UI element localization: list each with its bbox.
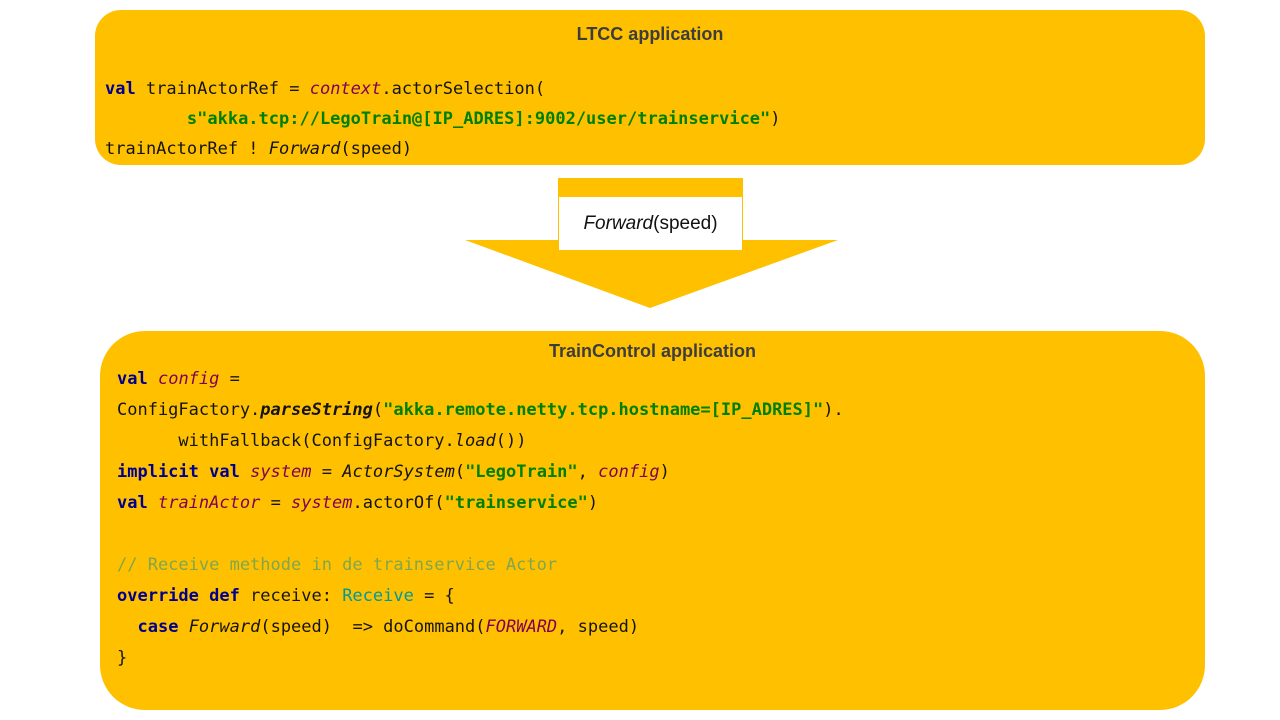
code-token: parseString <box>260 400 373 420</box>
code-token: implicit val <box>117 462 240 482</box>
code-line: val trainActorRef = context.actorSelecti… <box>105 74 781 104</box>
traincontrol-application-title: TrainControl application <box>548 341 756 361</box>
code-token: ) <box>587 493 599 513</box>
code-token: ) <box>770 109 781 129</box>
code-token <box>178 617 188 637</box>
code-token: "trainservice" <box>444 493 588 513</box>
code-token: } <box>117 648 128 668</box>
code-line: implicit val system = ActorSystem("LegoT… <box>117 457 844 488</box>
code-token: case <box>137 617 179 637</box>
code-token: ()) <box>495 431 527 451</box>
code-token: ) <box>659 462 670 482</box>
code-token: Receive <box>342 586 414 606</box>
code-token <box>148 369 158 389</box>
code-token: Forward <box>583 212 654 234</box>
traincontrol-application-box: TrainControl application val config =Con… <box>100 331 1205 710</box>
code-token: context <box>309 79 382 99</box>
code-line: s"akka.tcp://LegoTrain@[IP_ADRES]:9002/u… <box>105 104 781 134</box>
code-token: , speed) <box>557 617 640 637</box>
traincontrol-code-block: val config =ConfigFactory.parseString("a… <box>117 364 844 674</box>
code-line: // Receive methode in de trainservice Ac… <box>117 550 844 581</box>
code-token: config <box>157 369 220 389</box>
code-token: trainActorRef ! <box>105 139 269 159</box>
code-token: system <box>250 462 312 482</box>
code-token <box>148 493 158 513</box>
code-token: .actorOf( <box>352 493 445 513</box>
code-line <box>117 519 844 550</box>
code-token <box>240 462 250 482</box>
code-line: } <box>117 643 844 674</box>
code-line: withFallback(ConfigFactory.load()) <box>117 426 844 457</box>
code-token: "LegoTrain" <box>465 462 578 482</box>
code-token: val <box>105 79 136 99</box>
code-token: val <box>117 369 148 389</box>
code-token <box>117 617 137 637</box>
code-token: .actorSelection( <box>381 79 546 99</box>
code-token: override def <box>117 586 240 606</box>
code-token: = { <box>413 586 455 606</box>
code-token: = <box>311 462 343 482</box>
code-token <box>105 109 187 129</box>
code-token: (speed) <box>653 212 718 234</box>
arrow-message-text: Forward(speed) <box>583 213 717 235</box>
code-line: val config = <box>117 364 844 395</box>
arrow-message-label: Forward(speed) <box>559 197 742 250</box>
code-token: (speed) => doCommand( <box>260 617 486 637</box>
code-token: = <box>219 369 240 389</box>
code-line: trainActorRef ! Forward(speed) <box>105 134 781 164</box>
code-token: Forward <box>188 617 261 637</box>
code-token: ConfigFactory. <box>117 400 261 420</box>
code-token: val <box>117 493 148 513</box>
code-token: trainActor <box>157 493 261 513</box>
code-token: withFallback(ConfigFactory. <box>117 431 455 451</box>
code-token: (speed) <box>340 139 413 159</box>
code-token: ActorSystem <box>342 462 455 482</box>
code-line: val trainActor = system.actorOf("trainse… <box>117 488 844 519</box>
code-token: = <box>260 493 292 513</box>
ltcc-code-block: val trainActorRef = context.actorSelecti… <box>105 74 781 164</box>
code-line: case Forward(speed) => doCommand(FORWARD… <box>117 612 844 643</box>
code-token: receive: <box>239 586 343 606</box>
code-line: ConfigFactory.parseString("akka.remote.n… <box>117 395 844 426</box>
code-token: FORWARD <box>485 617 558 637</box>
code-token: ( <box>372 400 384 420</box>
code-token: ). <box>823 400 844 420</box>
code-token: s"akka.tcp://LegoTrain@[IP_ADRES]:9002/u… <box>186 109 771 129</box>
code-token: ( <box>454 462 466 482</box>
code-token: "akka.remote.netty.tcp.hostname=[IP_ADRE… <box>383 400 824 420</box>
code-token: system <box>291 493 353 513</box>
code-token: trainActorRef = <box>135 79 310 99</box>
ltcc-application-title: LTCC application <box>576 24 724 44</box>
code-line: override def receive: Receive = { <box>117 581 844 612</box>
code-token: , <box>577 462 599 482</box>
code-token: Forward <box>268 139 341 159</box>
code-token: config <box>598 462 660 482</box>
code-token: // Receive methode in de trainservice Ac… <box>117 555 558 575</box>
code-token: load <box>454 431 496 451</box>
ltcc-application-box: LTCC application val trainActorRef = con… <box>95 10 1205 165</box>
